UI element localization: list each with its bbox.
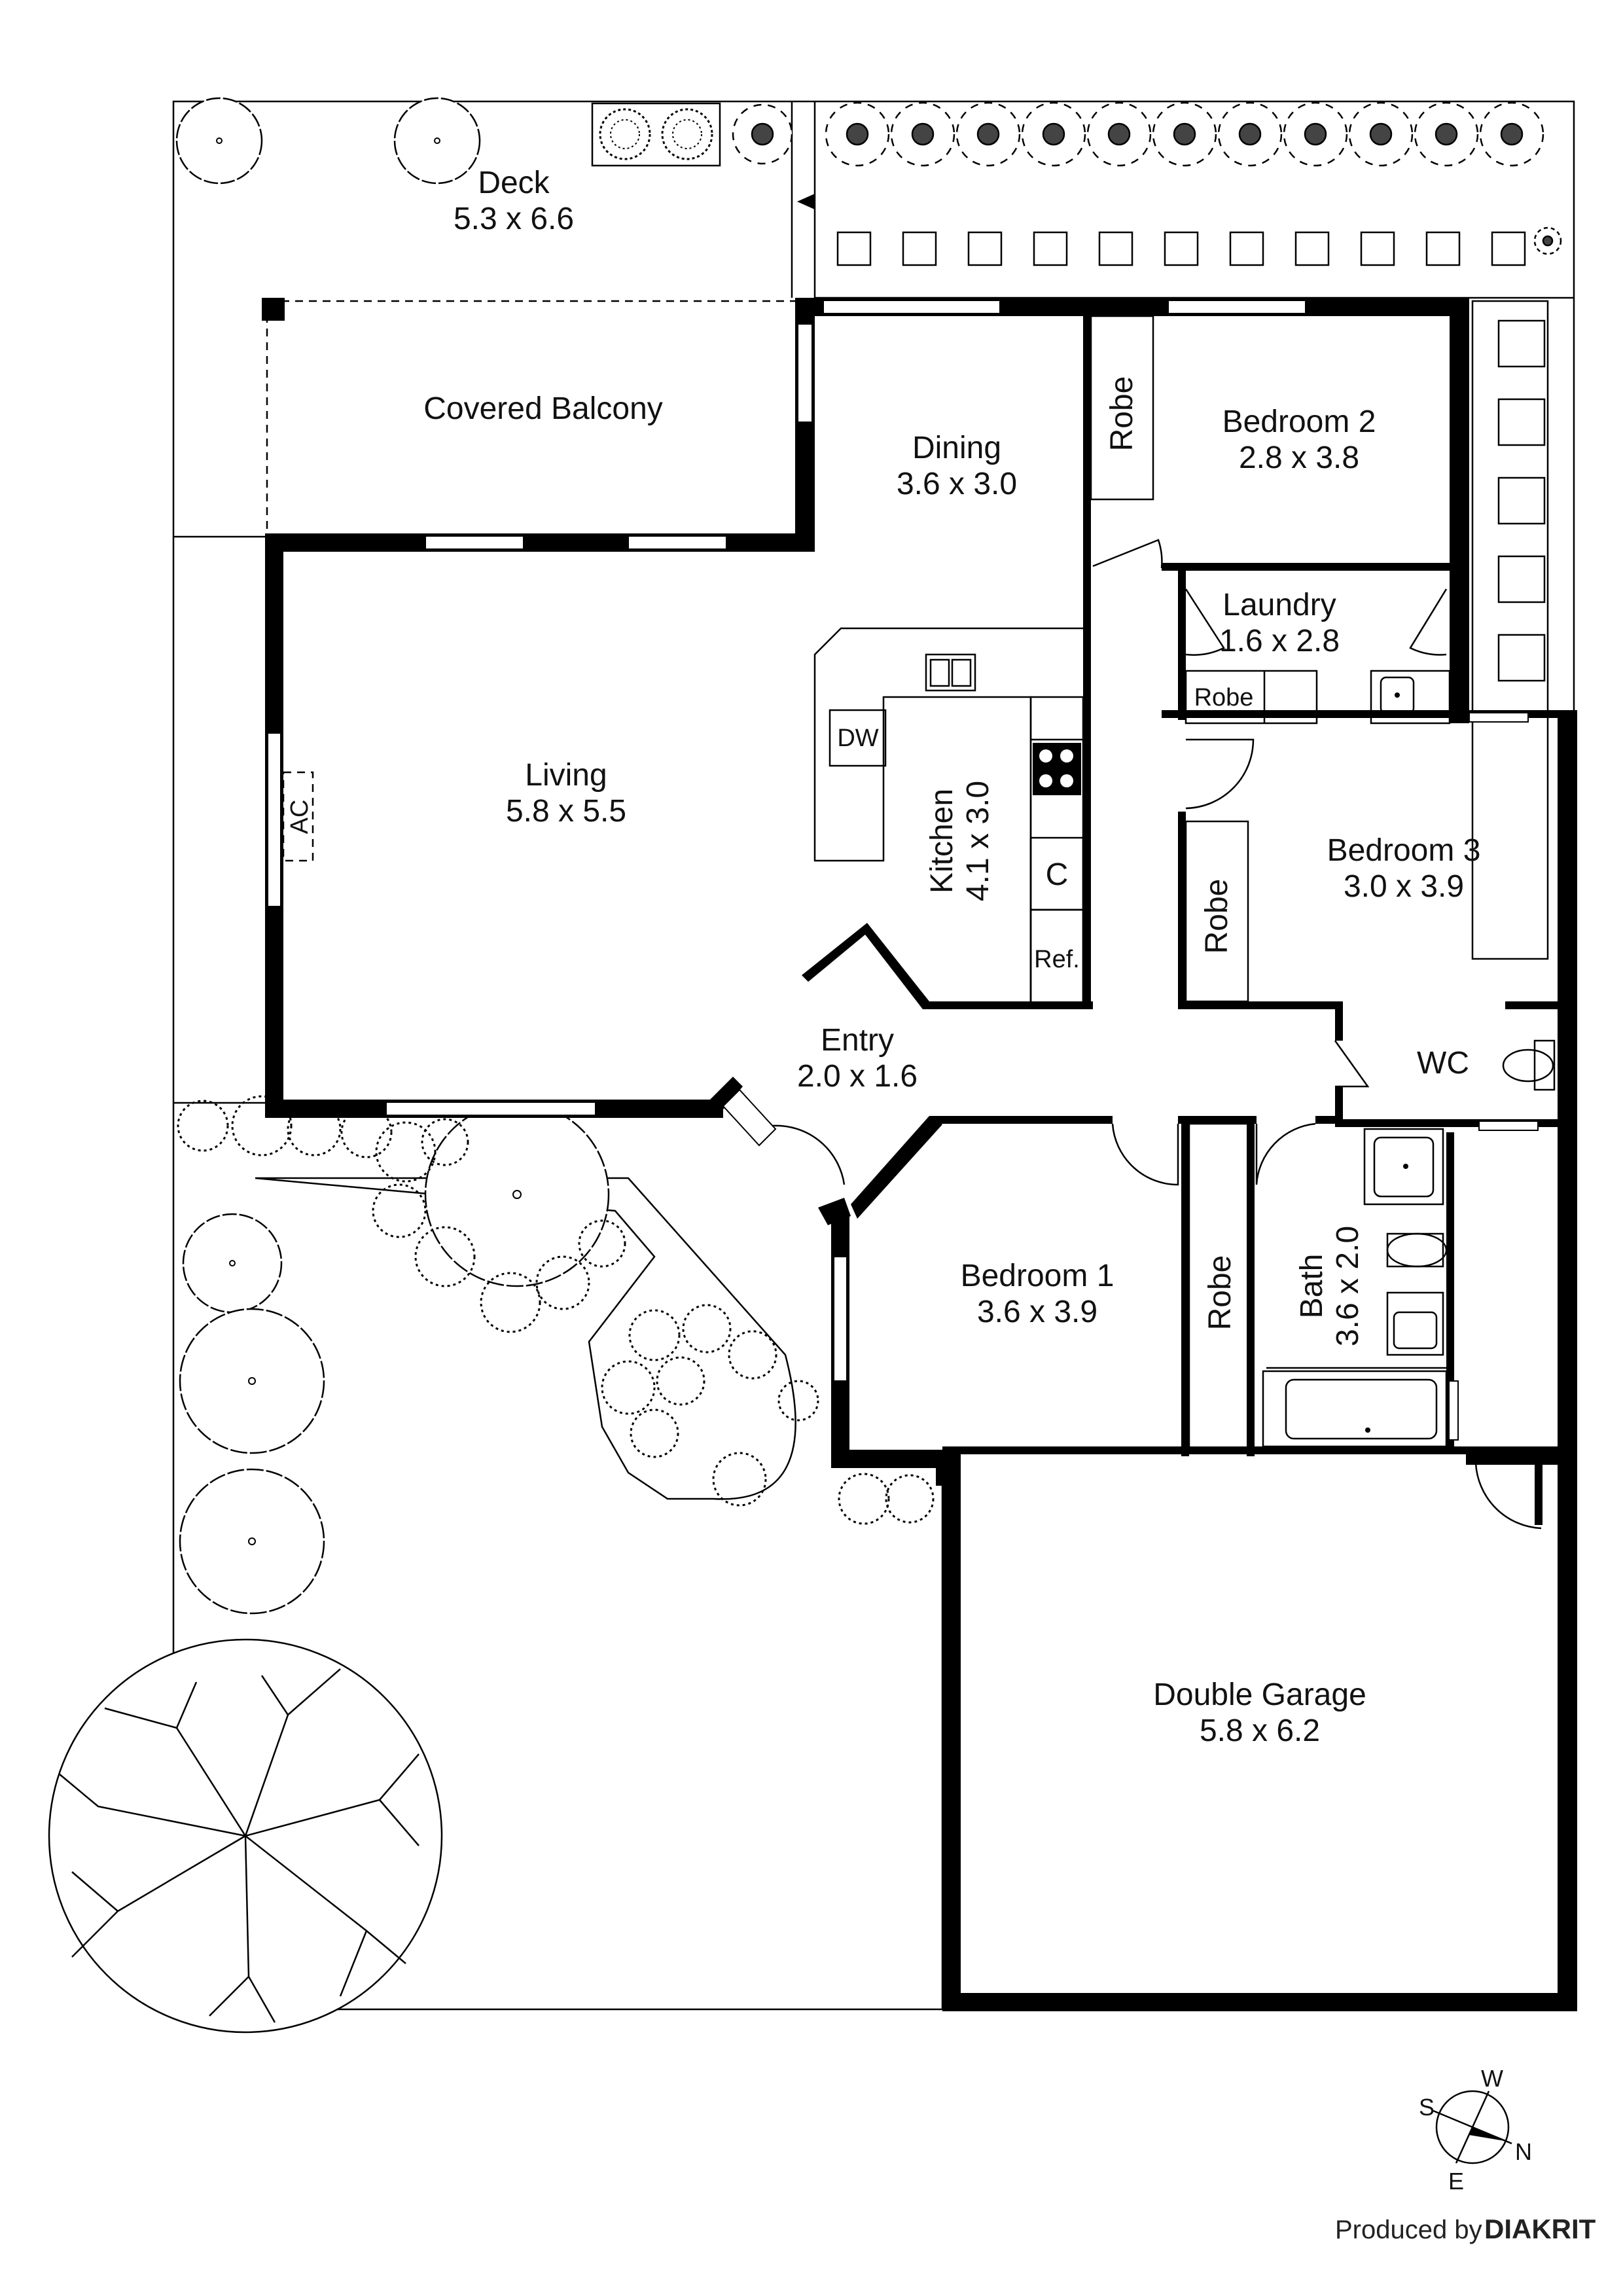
bedroom1-robe	[1188, 1122, 1249, 1449]
laundry-robe-label: Robe	[1194, 684, 1254, 711]
balcony-outline	[266, 300, 795, 537]
bath-fixtures	[1262, 1128, 1448, 1448]
cupboard-label: C	[1046, 857, 1069, 892]
credit-brand: DIAKRIT	[1484, 2214, 1596, 2244]
kitchen-label: Kitchen	[925, 789, 959, 893]
laundry-label: Laundry	[1222, 588, 1336, 622]
deck-size: 5.3 x 6.6	[454, 202, 574, 236]
wc-label: WC	[1417, 1046, 1469, 1081]
compass-icon: W S N E	[1419, 2065, 1532, 2195]
bedroom3-size: 3.0 x 3.9	[1344, 869, 1464, 904]
bedroom3-robe	[1185, 820, 1249, 1003]
credit: Produced by DIAKRIT	[1335, 2214, 1596, 2244]
deck-tree-icon	[175, 97, 263, 185]
garage-label: Double Garage	[1153, 1677, 1366, 1712]
kitchen-bench	[813, 627, 1084, 1009]
garage-size: 5.8 x 6.2	[1200, 1713, 1320, 1748]
fridge-label: Ref.	[1034, 946, 1080, 973]
sink-icon	[925, 653, 976, 692]
side-pavers	[1471, 300, 1549, 960]
large-tree-icon	[48, 1638, 443, 2034]
planter-box	[591, 102, 721, 167]
deck-tree-icon	[393, 97, 481, 185]
garden-bed	[177, 1095, 935, 1615]
deck-label: Deck	[478, 166, 550, 200]
bedroom3-label: Bedroom 3	[1327, 833, 1481, 868]
cooktop-icon	[1033, 743, 1081, 795]
bath-size: 3.6 x 2.0	[1330, 1226, 1365, 1346]
covered-balcony-label: Covered Balcony	[423, 391, 663, 426]
entry-size: 2.0 x 1.6	[797, 1059, 918, 1094]
dishwasher-label: DW	[837, 725, 878, 752]
kitchen-size: 4.1 x 3.0	[961, 781, 995, 901]
laundry-fixtures	[1185, 670, 1451, 725]
ac-label: AC	[286, 800, 313, 834]
bedroom1-size: 3.6 x 3.9	[977, 1295, 1097, 1329]
toilet-icon	[1502, 1039, 1556, 1091]
dining-size: 3.6 x 3.0	[897, 467, 1017, 501]
entry-label: Entry	[821, 1023, 894, 1058]
windows	[267, 300, 1539, 1441]
bedroom2-label: Bedroom 2	[1222, 404, 1376, 439]
bedroom1-robe-label: Robe	[1203, 1255, 1238, 1331]
bedroom2-robe	[1090, 315, 1154, 501]
bedroom1-label: Bedroom 1	[961, 1259, 1115, 1293]
laundry-size: 1.6 x 2.8	[1219, 624, 1340, 658]
compass-s: S	[1419, 2094, 1435, 2121]
arrow-icon	[797, 194, 815, 209]
bedroom3-robe-label: Robe	[1200, 879, 1234, 954]
plant-row	[732, 101, 1562, 255]
walls	[262, 298, 1577, 2011]
compass-w: W	[1481, 2065, 1503, 2092]
living-size: 5.8 x 5.5	[506, 794, 626, 829]
compass-e: E	[1448, 2168, 1464, 2195]
doors	[772, 539, 1542, 1530]
ac-unit	[282, 771, 314, 862]
bedroom2-robe-label: Robe	[1105, 376, 1139, 452]
compass-n: N	[1515, 2138, 1532, 2165]
paver-row	[836, 231, 1526, 266]
bath-label: Bath	[1294, 1254, 1329, 1319]
bedroom2-size: 2.8 x 3.8	[1239, 440, 1359, 475]
dining-label: Dining	[912, 431, 1001, 465]
living-label: Living	[525, 758, 607, 793]
credit-prefix: Produced by	[1335, 2215, 1482, 2244]
